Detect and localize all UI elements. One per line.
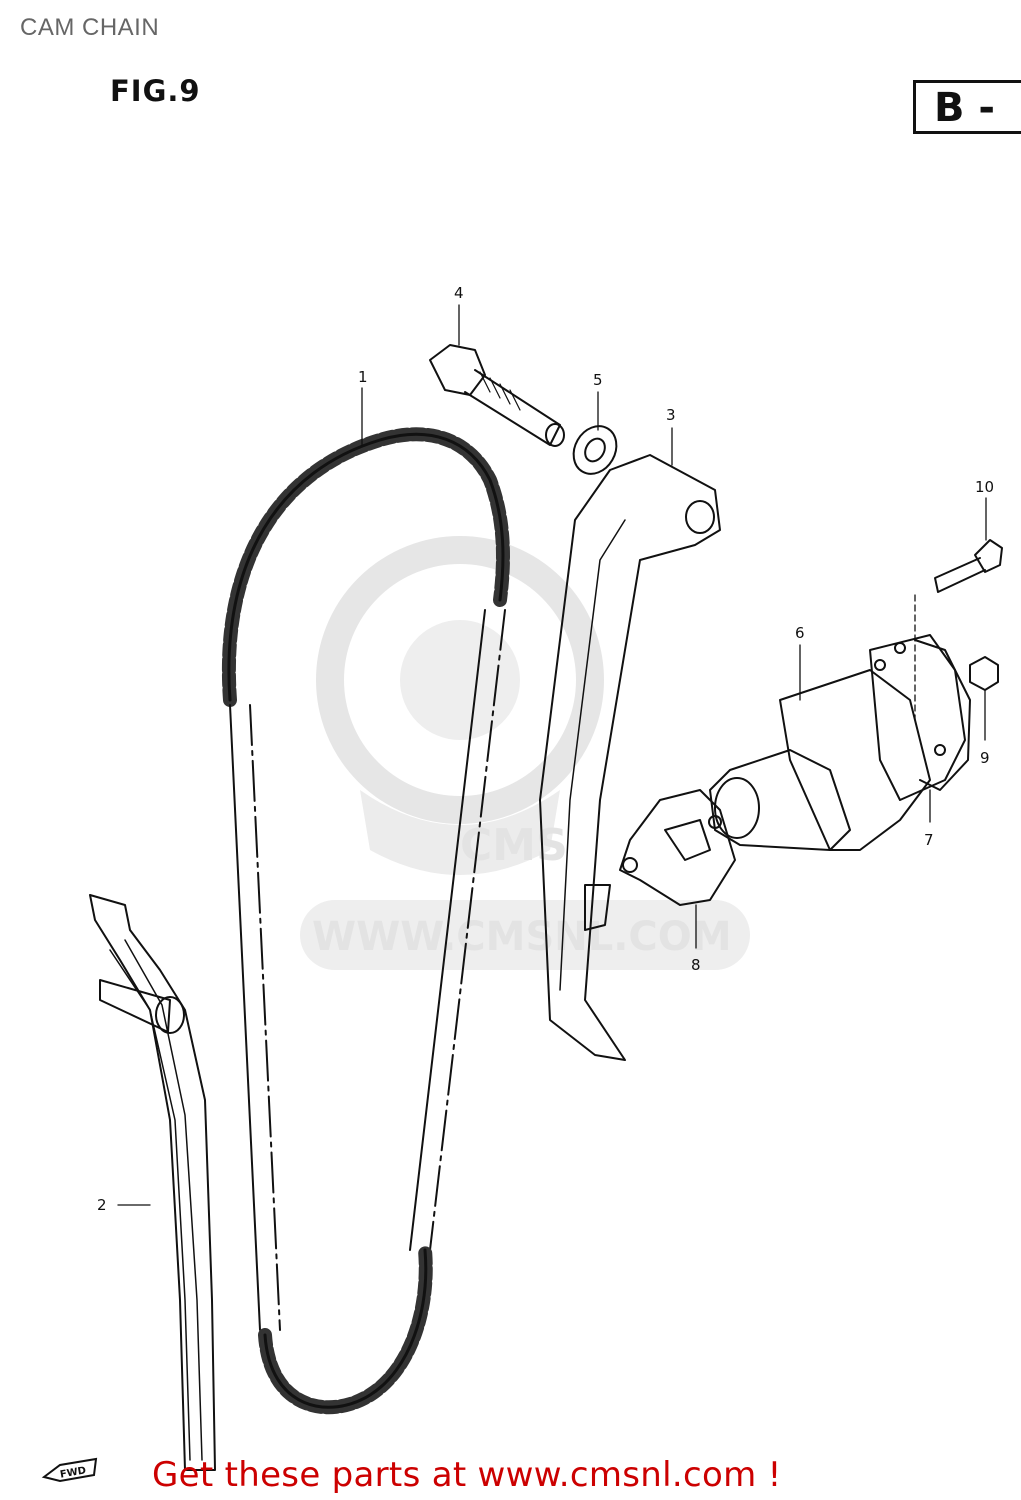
cam-chain xyxy=(221,427,510,1415)
tensioner-gasket xyxy=(914,639,971,791)
small-bolt xyxy=(934,539,1003,593)
callout-4: 4 xyxy=(454,284,464,302)
cap-nut xyxy=(969,656,999,691)
callout-10: 10 xyxy=(975,478,994,496)
page-title: CAM CHAIN xyxy=(20,14,160,41)
callout-6: 6 xyxy=(795,624,805,642)
bolt xyxy=(429,344,565,447)
callout-9: 9 xyxy=(980,749,990,767)
tensioner-assembly xyxy=(709,634,966,851)
leader-lines xyxy=(117,304,987,1206)
callout-5: 5 xyxy=(593,371,603,389)
forward-arrow-icon: FWD xyxy=(41,1457,98,1483)
figure-label: FIG.9 xyxy=(110,74,201,108)
section-badge-text: B - xyxy=(934,85,996,131)
tensioner-arm xyxy=(539,454,721,1061)
footer-parts-link[interactable]: Get these parts at www.cmsnl.com ! xyxy=(152,1455,782,1495)
callout-labels: 1 2 3 4 5 6 7 8 9 10 xyxy=(97,284,994,1214)
callout-3: 3 xyxy=(666,406,676,424)
callout-8: 8 xyxy=(691,956,701,974)
chain-guide xyxy=(89,894,216,1471)
section-badge: B - xyxy=(913,80,1021,134)
callout-7: 7 xyxy=(924,831,934,849)
forward-arrow-label: FWD xyxy=(59,1465,87,1480)
washer xyxy=(572,425,618,475)
callout-2: 2 xyxy=(97,1196,107,1214)
gasket xyxy=(619,789,736,906)
callout-1: 1 xyxy=(358,368,368,386)
